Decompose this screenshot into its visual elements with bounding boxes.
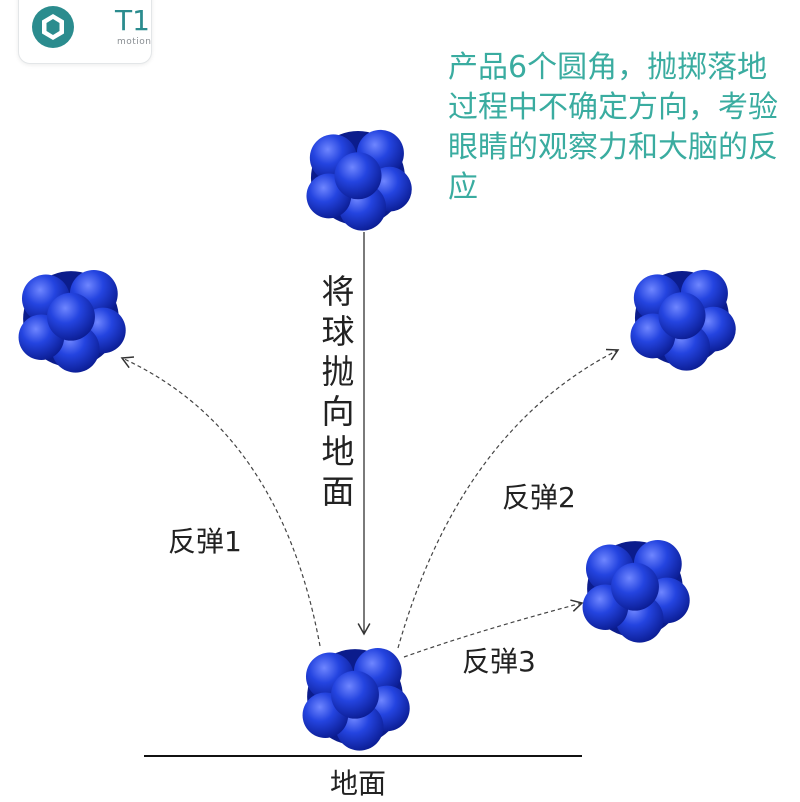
bounce1-path	[122, 358, 320, 646]
bounce2-label: 反弹2	[502, 476, 576, 516]
bounce1-label: 反弹1	[168, 520, 242, 560]
ground-ball	[303, 648, 410, 751]
bounce2-ball	[630, 270, 735, 371]
top-ball	[306, 130, 411, 231]
throw-label: 将球抛向地面	[316, 272, 360, 512]
ground-label: 地面	[330, 762, 386, 802]
bounce3-ball	[583, 540, 690, 643]
bounce3-label: 反弹3	[462, 640, 536, 680]
bounce1-ball	[19, 270, 126, 373]
